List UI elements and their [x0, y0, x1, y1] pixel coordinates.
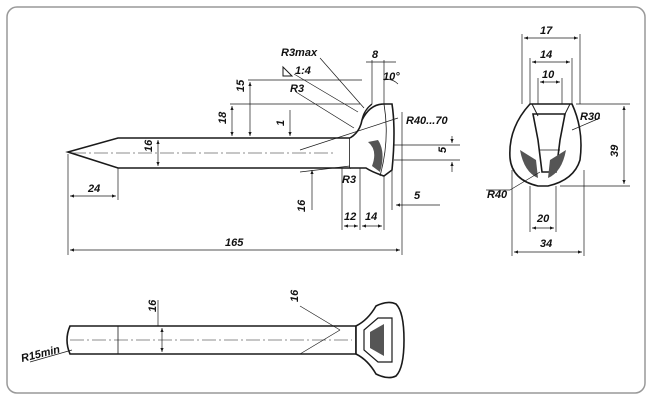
label-r3max: R3max — [281, 47, 318, 59]
leader-r15min — [29, 349, 73, 363]
angle-arc-10deg — [383, 79, 399, 85]
dim-line-plan-16-right — [299, 305, 341, 331]
label-18: 18 — [217, 111, 229, 124]
slope-symbol — [282, 65, 294, 77]
head-shade — [368, 140, 383, 172]
label-end-r30: R30 — [580, 111, 601, 123]
label-r15min: R15min — [20, 344, 62, 365]
plan-head-facets — [363, 317, 393, 363]
drawing-border — [6, 6, 646, 394]
label-12: 12 — [344, 211, 356, 223]
label-15: 15 — [235, 79, 247, 92]
label-end-r40: R40 — [487, 189, 508, 201]
plan-view — [66, 301, 405, 379]
label-24: 24 — [87, 183, 100, 195]
label-end-14: 14 — [540, 49, 552, 61]
end-view-shade — [520, 150, 538, 178]
label-10deg: 10° — [383, 71, 400, 83]
end-view-outline — [509, 103, 582, 187]
label-1: 1 — [275, 120, 287, 126]
end-view — [509, 103, 582, 187]
label-5-bottom: 5 — [414, 190, 421, 202]
label-16-shank: 16 — [143, 139, 155, 152]
label-slope: 1:4 — [295, 65, 311, 77]
label-r3-bottom: R3 — [342, 174, 356, 186]
leader-end-r30 — [571, 117, 601, 131]
label-8: 8 — [372, 49, 379, 61]
label-plan-16-left: 16 — [147, 299, 159, 312]
label-end-34: 34 — [540, 238, 552, 250]
label-16-lower: 16 — [296, 199, 308, 212]
label-r40-70: R40...70 — [406, 115, 448, 127]
leader-r3-bottom — [299, 165, 351, 173]
plan-view-dimensions — [29, 300, 341, 363]
label-end-20: 20 — [536, 213, 550, 225]
label-end-17: 17 — [540, 25, 553, 37]
spike-head — [349, 103, 395, 177]
end-view-dimensions — [486, 34, 630, 256]
leader-r3-top — [295, 91, 355, 129]
label-end-39: 39 — [609, 144, 621, 157]
label-end-10: 10 — [542, 69, 555, 81]
leader-r3max — [319, 57, 365, 109]
label-r3-top: R3 — [290, 83, 304, 95]
label-165: 165 — [225, 237, 244, 249]
label-plan-16-right: 16 — [289, 289, 301, 302]
leader-end-r40 — [509, 171, 541, 191]
side-view — [65, 103, 395, 177]
label-14: 14 — [365, 211, 377, 223]
label-5-right: 5 — [437, 146, 449, 153]
side-view-dimensions — [67, 57, 460, 255]
leader-r40-70 — [299, 117, 399, 151]
leader-slope — [293, 73, 359, 113]
